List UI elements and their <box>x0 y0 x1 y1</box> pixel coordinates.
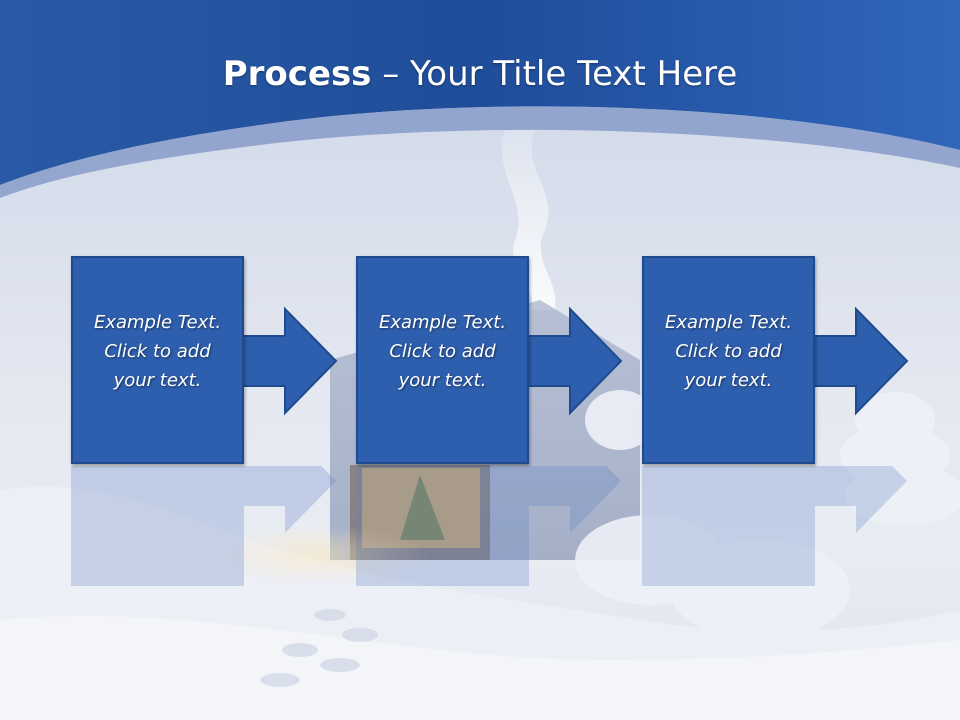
step-box <box>642 256 815 464</box>
title-bold: Process <box>222 54 372 94</box>
step-text[interactable]: Example Text. Click to add your text. <box>642 308 815 395</box>
process-step-1[interactable]: Example Text. Click to add your text. <box>71 256 356 466</box>
step-text-line: Click to add <box>104 341 211 362</box>
step-text-line: Example Text. <box>93 312 222 333</box>
step-text-line: Example Text. <box>664 312 793 333</box>
step-reflection <box>356 466 641 586</box>
title-rest: – Your Title Text Here <box>371 54 738 94</box>
step-text-line: your text. <box>113 370 202 391</box>
step-text-line: your text. <box>684 370 773 391</box>
slide-title[interactable]: Process – Your Title Text Here <box>0 52 960 96</box>
step-text-line: Example Text. <box>378 312 507 333</box>
step-reflection <box>642 466 927 586</box>
step-box <box>356 256 529 464</box>
step-reflection <box>71 466 356 586</box>
step-text[interactable]: Example Text. Click to add your text. <box>71 308 244 395</box>
right-arrow-icon <box>811 306 909 416</box>
right-arrow-icon <box>525 306 623 416</box>
right-arrow-icon <box>240 306 338 416</box>
step-box <box>71 256 244 464</box>
step-text-line: Click to add <box>389 341 496 362</box>
step-text-line: Click to add <box>675 341 782 362</box>
process-step-2[interactable]: Example Text. Click to add your text. <box>356 256 641 466</box>
header-banner <box>0 0 960 198</box>
step-text-line: your text. <box>398 370 487 391</box>
step-text[interactable]: Example Text. Click to add your text. <box>356 308 529 395</box>
process-step-3[interactable]: Example Text. Click to add your text. <box>642 256 927 466</box>
